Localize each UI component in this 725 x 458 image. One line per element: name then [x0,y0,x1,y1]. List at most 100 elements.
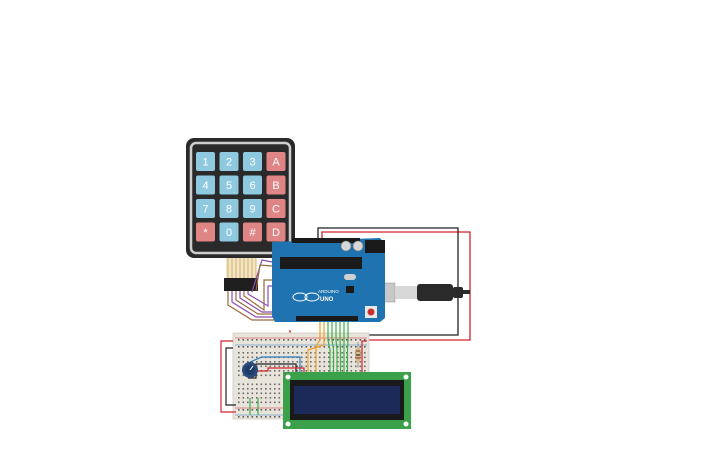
keypad-key-face [243,152,262,171]
keypad-key-label: 8 [226,204,232,216]
wire-black-gnd[interactable] [300,227,459,336]
breadboard-hole [256,401,258,404]
breadboard-hole [251,416,254,418]
breadboard-hole [364,339,366,341]
breadboard-hole [359,361,362,363]
breadboard-hole [278,416,281,418]
breadboard-hole [350,356,353,359]
breadboard-hole [283,361,285,363]
keypad-key-0[interactable]: 0 [219,222,239,242]
breadboard-hole [256,361,258,363]
arduino-capacitor-1 [340,240,352,252]
breadboard-hole [238,401,240,404]
breadboard-hole [269,383,272,386]
keypad-key-face [219,152,239,171]
keypad-key-label: A [272,157,280,169]
keypad-key-#[interactable]: # [243,222,262,242]
wire-lcd-data[interactable] [335,322,338,372]
breadboard-hole [265,374,267,377]
wire-lcd-data[interactable] [346,322,349,372]
breadboard-hole [350,339,353,341]
wire-pot-contrast[interactable] [249,356,301,372]
wire-lcd-data[interactable] [339,322,342,372]
keypad-key-face [219,199,239,218]
keypad-key-face [196,199,215,218]
keypad-key-C[interactable]: C [266,199,286,218]
breadboard-hole [364,365,366,368]
keypad-key-label: 2 [226,157,232,169]
breadboard-hole [238,388,240,390]
breadboard-hole [274,409,276,411]
keypad-key-D[interactable]: D [266,222,286,242]
wire-keypad-5[interactable] [243,279,272,312]
wire-bb-red-left[interactable] [220,340,236,413]
keypad-key-9[interactable]: 9 [243,199,262,218]
wire-lcd-data[interactable] [327,322,331,372]
breadboard-hole [247,416,249,418]
wire-keypad-7[interactable] [251,259,273,293]
keypad-key-face [266,175,286,195]
breadboard-hole [265,392,267,395]
breadboard-hole [310,365,312,368]
breadboard-hole [247,383,249,386]
breadboard-hole [269,370,272,372]
wire-lcd-rs[interactable] [315,322,321,372]
breadboard-hole [319,352,321,354]
keypad-key-6[interactable]: 6 [243,175,262,195]
keypad-key-face [219,222,239,242]
wire-keypad-6[interactable] [247,285,272,308]
keypad-key-4[interactable]: 4 [196,175,215,195]
breadboard-hole [256,383,258,386]
breadboard-hole [283,370,285,372]
breadboard-hole [265,361,267,363]
keypad-ribbon [224,258,258,291]
breadboard-hole [256,346,258,348]
wire-lcd-data[interactable] [331,322,335,372]
arduino-uno[interactable]: ARDUINO UNO [272,238,385,322]
breadboard-hole [323,361,326,363]
breadboard-hole [346,339,348,341]
breadboard-hole [260,416,263,418]
breadboard-hole [242,374,245,377]
keypad-key-7[interactable]: 7 [196,199,215,218]
breadboard-hole [274,370,276,372]
breadboard-hole [319,365,321,368]
keypad-key-face [266,152,286,171]
breadboard-hole [337,361,339,363]
breadboard-hole [251,339,254,341]
breadboard-hole [310,370,312,372]
keypad-key-3[interactable]: 3 [243,152,262,171]
lcd-16x2[interactable] [283,372,411,429]
keypad-key-1[interactable]: 1 [196,152,215,171]
keypad-key-2[interactable]: 2 [219,152,239,171]
breadboard-hole [296,339,299,341]
breadboard-hole [346,365,348,368]
keypad-key-*[interactable]: * [196,222,215,242]
breadboard-hole [247,339,249,341]
keypad-key-label: C [272,204,280,216]
breadboard-hole [265,346,267,348]
potentiometer-icon[interactable] [242,362,258,378]
breadboard-hole [364,356,366,359]
keypad-key-B[interactable]: B [266,175,286,195]
breadboard-hole [251,346,254,348]
breadboard-hole [355,365,357,368]
breadboard-hole [247,361,249,363]
breadboard-hole [305,352,308,354]
keypad-key-8[interactable]: 8 [219,199,239,218]
wire-lcd-en[interactable] [307,322,325,372]
wire-keypad-8[interactable] [255,264,273,292]
breadboard-hole [269,397,272,399]
keypad-key-A[interactable]: A [266,152,286,171]
breadboard-hole [238,346,240,348]
breadboard-hole [260,339,263,341]
breadboard-hole [242,388,245,390]
breadboard-hole [310,361,312,363]
breadboard-hole [260,383,263,386]
keypad-key-5[interactable]: 5 [219,175,239,195]
breadboard-hole [251,388,254,390]
wire-bb-black-left[interactable] [225,347,236,406]
